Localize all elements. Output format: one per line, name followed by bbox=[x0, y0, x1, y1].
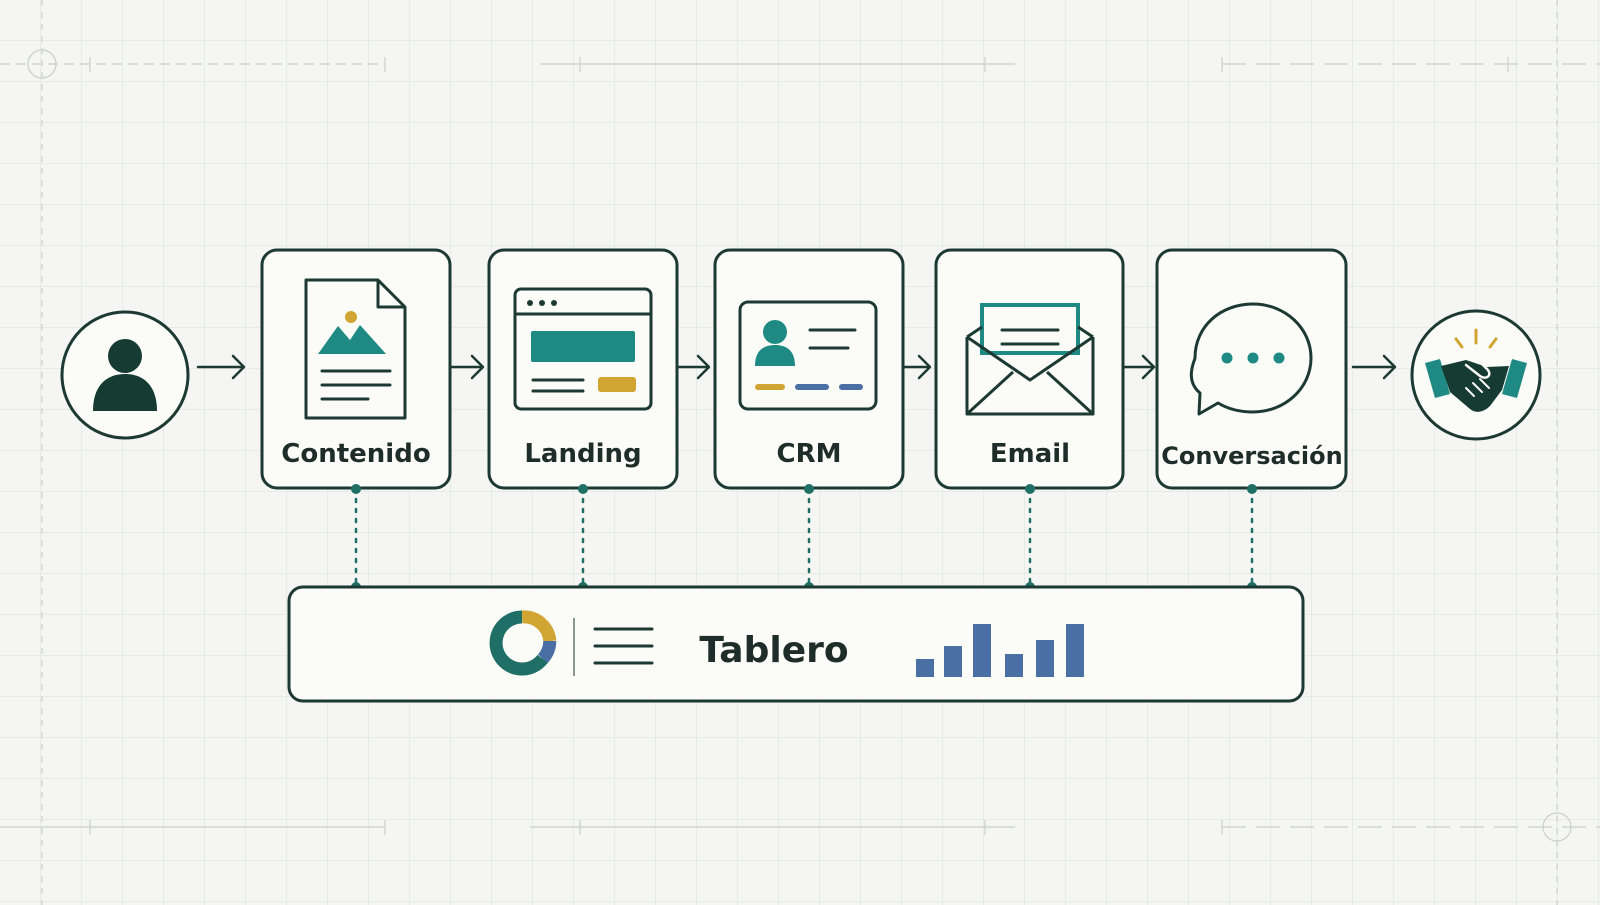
dashboard-label: Tablero bbox=[699, 630, 848, 671]
contact-card-icon bbox=[738, 300, 878, 411]
document-image-icon bbox=[304, 278, 407, 420]
arrow-5 bbox=[1122, 354, 1156, 380]
flow-arrows bbox=[196, 354, 1397, 380]
step-label: Conversación bbox=[1161, 442, 1342, 470]
donut-chart-icon bbox=[489, 610, 557, 676]
chat-bubble-icon bbox=[1189, 302, 1313, 416]
user-icon bbox=[93, 339, 157, 411]
step-label: Landing bbox=[524, 439, 641, 469]
handshake-icon bbox=[1425, 328, 1527, 412]
step-label: CRM bbox=[777, 439, 842, 469]
browser-window-icon bbox=[513, 287, 653, 411]
step-label: Contenido bbox=[281, 439, 430, 469]
step-conversacion: Conversación bbox=[1155, 248, 1348, 490]
arrow-2 bbox=[450, 354, 485, 380]
arrow-3 bbox=[677, 354, 711, 380]
arrow-1 bbox=[196, 354, 246, 380]
step-email: Email bbox=[934, 248, 1125, 490]
dashboard-panel: Tablero bbox=[287, 585, 1305, 703]
arrow-4 bbox=[901, 354, 932, 380]
step-label: Email bbox=[990, 439, 1070, 469]
arrow-6 bbox=[1351, 354, 1397, 380]
end-handshake-node bbox=[1410, 309, 1542, 441]
start-user-node bbox=[60, 310, 190, 440]
step-crm: CRM bbox=[713, 248, 905, 490]
envelope-icon bbox=[965, 303, 1095, 416]
dashboard-connectors bbox=[351, 484, 1257, 592]
step-landing: Landing bbox=[487, 248, 679, 490]
step-contenido: Contenido bbox=[260, 248, 452, 490]
bar-chart-icon bbox=[916, 624, 1084, 677]
list-icon bbox=[593, 627, 654, 665]
